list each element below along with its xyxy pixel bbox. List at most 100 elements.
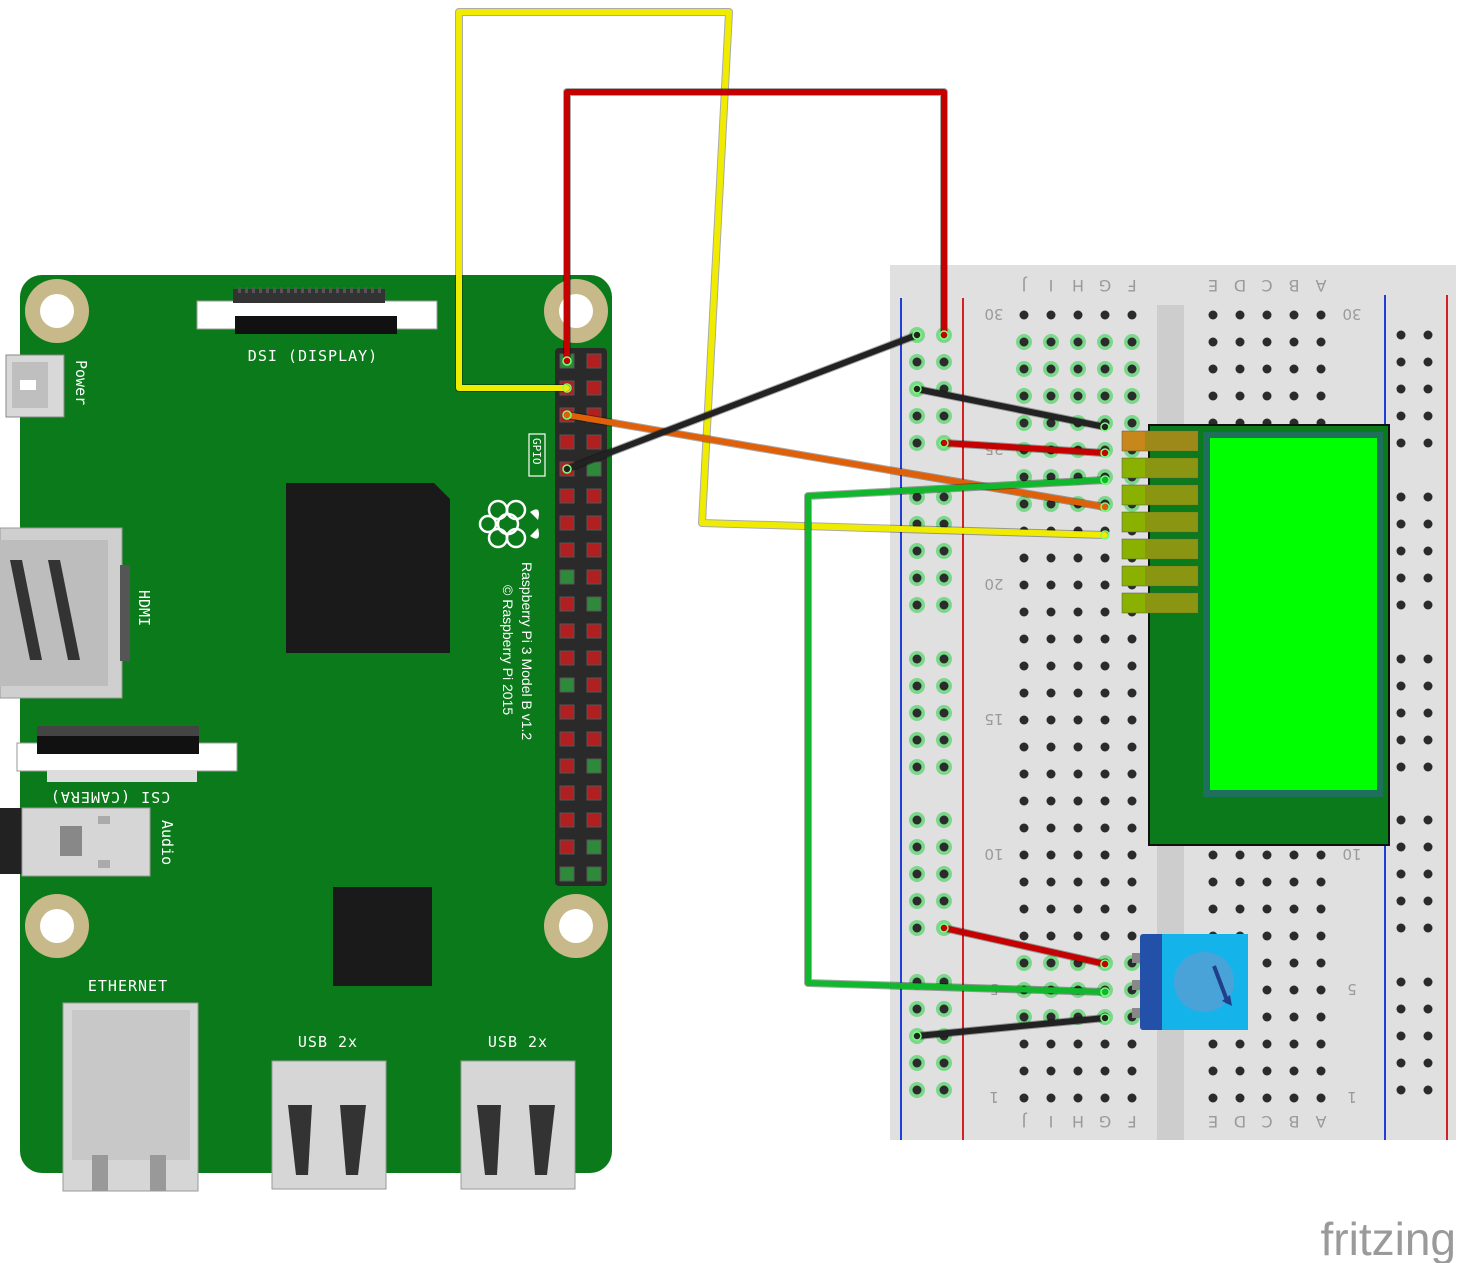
dsi-tooth xyxy=(336,287,339,293)
lcd-module xyxy=(1121,424,1390,846)
breadboard-hole xyxy=(1019,553,1029,563)
breadboard-hole xyxy=(1262,391,1272,401)
rail-hole xyxy=(912,519,922,529)
gpio-pin xyxy=(559,623,575,639)
breadboard-hole xyxy=(1019,1039,1029,1049)
breadboard-hole xyxy=(1289,904,1299,914)
breadboard-hole xyxy=(1019,688,1029,698)
breadboard-hole xyxy=(1046,553,1056,563)
breadboard-hole xyxy=(1073,796,1083,806)
breadboard-hole xyxy=(1262,337,1272,347)
gpio-pin xyxy=(586,461,602,477)
dsi-tooth xyxy=(245,287,248,293)
column-letter: H xyxy=(1072,276,1084,295)
gpio-label-box xyxy=(528,433,546,477)
breadboard-hole xyxy=(1019,418,1029,428)
rail-hole xyxy=(1423,762,1433,772)
rail-hole xyxy=(1423,438,1433,448)
usb-port-1 xyxy=(271,1060,387,1190)
rail-hole xyxy=(939,708,949,718)
breadboard-hole xyxy=(1019,742,1029,752)
breadboard-hole xyxy=(1289,850,1299,860)
breadboard-hole xyxy=(1046,931,1056,941)
raspberry-pi-board: DSI (DISPLAY) Power HDMI CSI (CAMERA) xyxy=(0,275,612,1192)
fritzing-watermark: fritzing xyxy=(1321,1213,1456,1263)
breadboard-hole xyxy=(1073,580,1083,590)
breadboard-hole xyxy=(1289,310,1299,320)
breadboard-hole xyxy=(1316,877,1326,887)
breadboard-hole xyxy=(1019,904,1029,914)
breadboard-hole xyxy=(1073,850,1083,860)
rail-hole xyxy=(939,681,949,691)
breadboard-hole xyxy=(1289,1012,1299,1022)
column-letter: D xyxy=(1234,276,1246,295)
breadboard-hole xyxy=(1127,391,1137,401)
gpio-pin xyxy=(559,866,575,882)
rail-hole xyxy=(1423,708,1433,718)
pot-indicator xyxy=(1212,965,1230,1004)
rail-hole xyxy=(912,546,922,556)
breadboard-hole xyxy=(1019,499,1029,509)
dsi-connector xyxy=(196,287,438,334)
column-letter: G xyxy=(1099,1112,1111,1131)
breadboard-hole xyxy=(1289,931,1299,941)
rail-hole xyxy=(1396,977,1406,987)
breadboard-hole xyxy=(1100,607,1110,617)
breadboard-hole xyxy=(1046,472,1056,482)
rail-hole xyxy=(912,600,922,610)
breadboard-hole xyxy=(1127,715,1137,725)
gpio-pin xyxy=(586,488,602,504)
breadboard-hole xyxy=(1100,1066,1110,1076)
rail-hole xyxy=(912,842,922,852)
rail-hole xyxy=(939,1004,949,1014)
breadboard-hole xyxy=(1046,823,1056,833)
gpio-pin xyxy=(559,812,575,828)
orange-wire-end xyxy=(1100,502,1110,512)
usb1-label: USB 2x xyxy=(298,1033,358,1051)
breadboard-hole xyxy=(1262,904,1272,914)
breadboard-hole xyxy=(1046,877,1056,887)
breadboard-hole xyxy=(1019,715,1029,725)
breadboard-hole xyxy=(1235,1066,1245,1076)
breadboard-hole xyxy=(1100,1093,1110,1103)
breadboard-hole xyxy=(1289,1093,1299,1103)
rail-hole xyxy=(912,573,922,583)
gpio-pin xyxy=(586,569,602,585)
breadboard-hole xyxy=(1235,1093,1245,1103)
breadboard-hole xyxy=(1046,904,1056,914)
breadboard-hole xyxy=(1235,877,1245,887)
gpio-pin xyxy=(559,569,575,585)
breadboard-hole xyxy=(1073,1066,1083,1076)
rail-hole xyxy=(912,1004,922,1014)
rail-hole xyxy=(1423,681,1433,691)
dsi-tooth xyxy=(301,287,304,293)
breadboard-hole xyxy=(1073,715,1083,725)
rail-hole xyxy=(1396,923,1406,933)
breadboard-hole xyxy=(1073,742,1083,752)
row-number: 20 xyxy=(984,575,1003,593)
breadboard-hole xyxy=(1127,742,1137,752)
row-number: 1 xyxy=(989,1088,999,1106)
breadboard-hole xyxy=(1262,877,1272,887)
rail-hole xyxy=(1396,681,1406,691)
rail-hole xyxy=(912,438,922,448)
breadboard-hole xyxy=(1100,742,1110,752)
gpio-pin xyxy=(559,677,575,693)
rail-hole xyxy=(1396,573,1406,583)
gpio-pin xyxy=(586,542,602,558)
breadboard-hole xyxy=(1127,337,1137,347)
breadboard-hole xyxy=(1100,688,1110,698)
model-label: Raspberry Pi 3 Model B v1.2 xyxy=(519,562,535,740)
wires xyxy=(455,8,1110,1041)
breadboard-hole xyxy=(1127,634,1137,644)
breadboard-hole xyxy=(1019,1012,1029,1022)
row-number: 30 xyxy=(1342,305,1361,323)
rail-hole xyxy=(939,762,949,772)
yellow-wire xyxy=(456,9,1108,538)
rail-hole xyxy=(1396,1004,1406,1014)
breadboard-hole xyxy=(1046,958,1056,968)
breadboard-hole xyxy=(1208,337,1218,347)
breadboard-hole xyxy=(1046,1039,1056,1049)
rail-hole xyxy=(912,681,922,691)
rail-hole xyxy=(1396,1085,1406,1095)
